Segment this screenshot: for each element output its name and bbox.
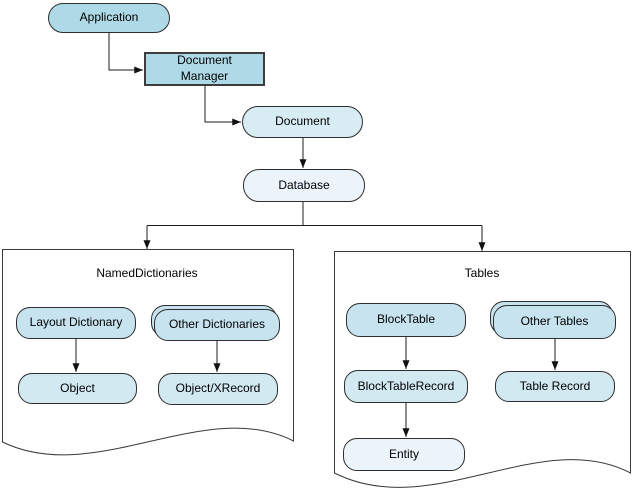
node-other-dictionaries: Other Dictionaries [154, 309, 280, 341]
node-database: Database [243, 169, 365, 202]
node-other-tables: Other Tables [493, 305, 616, 339]
node-other-dictionaries-stack: Other Dictionaries [151, 305, 280, 341]
container-named-dictionaries-shape [2, 249, 294, 456]
node-object-xrecord: Object/XRecord [158, 373, 278, 405]
edge-document-manager-document [204, 86, 241, 126]
node-document-manager: Document Manager [144, 52, 265, 86]
node-application: Application [48, 3, 170, 33]
edge-application-document-manager [108, 33, 143, 74]
node-block-table: BlockTable [346, 303, 466, 337]
node-table-record: Table Record [495, 371, 615, 402]
container-named-dictionaries-label: NamedDictionaries [96, 266, 198, 280]
node-other-tables-stack: Other Tables [490, 301, 616, 339]
node-block-table-record: BlockTableRecord [344, 370, 468, 403]
node-document: Document [242, 106, 363, 138]
node-object: Object [18, 373, 137, 404]
node-layout-dictionary: Layout Dictionary [16, 307, 136, 339]
node-entity: Entity [343, 438, 465, 471]
container-tables-label: Tables [464, 266, 500, 280]
